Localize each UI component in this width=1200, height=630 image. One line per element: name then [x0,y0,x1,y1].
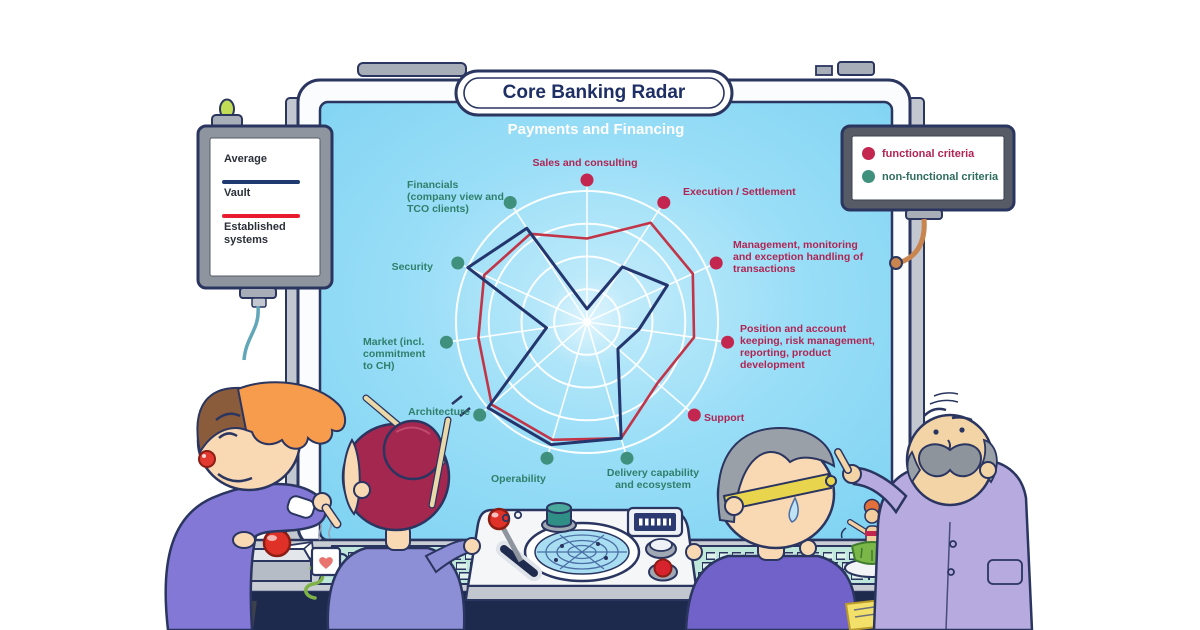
panel-arm-knob [889,256,903,270]
orange-hair [236,381,347,450]
red-nose [198,450,216,468]
coat-button [947,568,955,576]
eye [933,429,939,435]
axis-dot-non-functional [620,451,634,465]
character-left-man [164,381,347,630]
panel-cable [242,305,260,361]
radar-chart [439,173,735,465]
axis-label-market: Market (incl. commitment to CH) [363,336,426,373]
criteria-legend-row-functional: functional criteria [862,147,974,160]
sweat-drop [788,496,799,523]
axis-label-support: Support [704,412,745,424]
radar-series-polygons [466,221,696,447]
legend-label-average: Average [224,153,268,165]
axis-dot-non-functional [439,335,453,349]
criteria-legend-row-non-functional: non-functional criteria [862,170,998,183]
pointing-arm [852,466,908,515]
gray-mustache [918,443,982,478]
axis-dot-non-functional [473,408,487,422]
legend-swatch-vault [222,180,300,184]
axis-label-position-account-keeping: Position and account keeping, risk manag… [740,323,875,372]
character-standing-man [834,392,1034,630]
legend-swatch-average [222,147,300,151]
console-front [464,585,700,601]
radar-console [464,502,700,601]
left-hand [685,543,703,561]
closed-eye [218,432,238,439]
radar-grid [446,180,728,459]
radar-polygon-established-systems [477,221,696,442]
axis-label-architecture: Architecture [408,406,470,418]
character-seated-man [684,426,858,630]
axis-label-sales-and-consulting: Sales and consulting [532,157,638,169]
ear [724,496,744,516]
screen-top-tab-small [815,65,833,76]
ear [353,481,371,499]
axis-dot-functional [709,256,723,270]
digital-display [634,513,676,531]
legend-label-vault: Vault [224,187,251,199]
body [326,546,466,630]
forehead-wrinkles [929,392,959,405]
hair-bun [382,419,444,481]
motion-marks [451,395,471,417]
axis-dot-functional [580,173,594,187]
coat-pocket [987,559,1023,585]
functional-criteria-dot-icon [862,147,875,160]
criteria-legend-panel [840,124,1016,270]
axis-dot-non-functional [451,256,465,270]
body [684,554,858,630]
screen-top-tab-large [837,61,875,76]
typing-hand [463,537,481,555]
radar-axis-dots [439,173,735,465]
axis-label-management-monitoring: Management, monitoring and exception han… [733,239,864,276]
panel-bracket [239,287,277,299]
gray-hair [717,426,836,524]
joystick-ball [487,507,511,531]
coat-button [949,540,957,548]
glasses-hinge [825,475,837,487]
panel-bracket [905,209,943,220]
panel-screen [209,137,321,277]
raised-eyebrow [923,407,947,417]
screen-top-handle [357,62,467,77]
chart-subtitle: Payments and Financing [507,121,685,138]
legend-swatch-established-systems [222,214,300,218]
axis-dot-functional [721,335,735,349]
joystick-lever [498,522,524,563]
smile [217,472,253,483]
panel-bracket-nub [251,297,267,308]
legend-label-established-systems: Established systems [224,221,286,246]
axis-label-execution-settlement: Execution / Settlement [683,186,796,198]
pointing-finger [835,449,851,473]
axis-label-delivery-capability: Delivery capability and ecosystem [606,467,700,492]
criteria-label-functional: functional criteria [882,147,975,160]
eye [959,427,965,433]
panel-screen [851,135,1005,201]
axis-label-operability: Operability [491,473,546,485]
gray-button [649,538,673,552]
red-console-button [653,558,673,578]
heart-icon [319,557,333,569]
axis-label-financials: Financials (company view and TCO clients… [407,179,504,216]
axis-dot-non-functional [503,196,517,209]
character-woman [326,394,481,630]
axis-dot-non-functional [540,451,554,465]
pencil-in-bun-2 [429,417,451,508]
big-red-button [262,528,292,558]
axis-dot-functional [657,196,671,209]
criteria-label-non-functional: non-functional criteria [882,170,999,183]
series-legend-panel [196,98,334,361]
non-functional-criteria-dot-icon [862,170,875,183]
axis-label-security: Security [391,261,433,273]
ear [979,461,997,479]
radar-polygon-vault [466,226,669,447]
figurine-head [864,508,880,524]
title-capsule [454,69,734,117]
axis-dot-functional [687,408,701,422]
page-title: Core Banking Radar [502,82,686,103]
